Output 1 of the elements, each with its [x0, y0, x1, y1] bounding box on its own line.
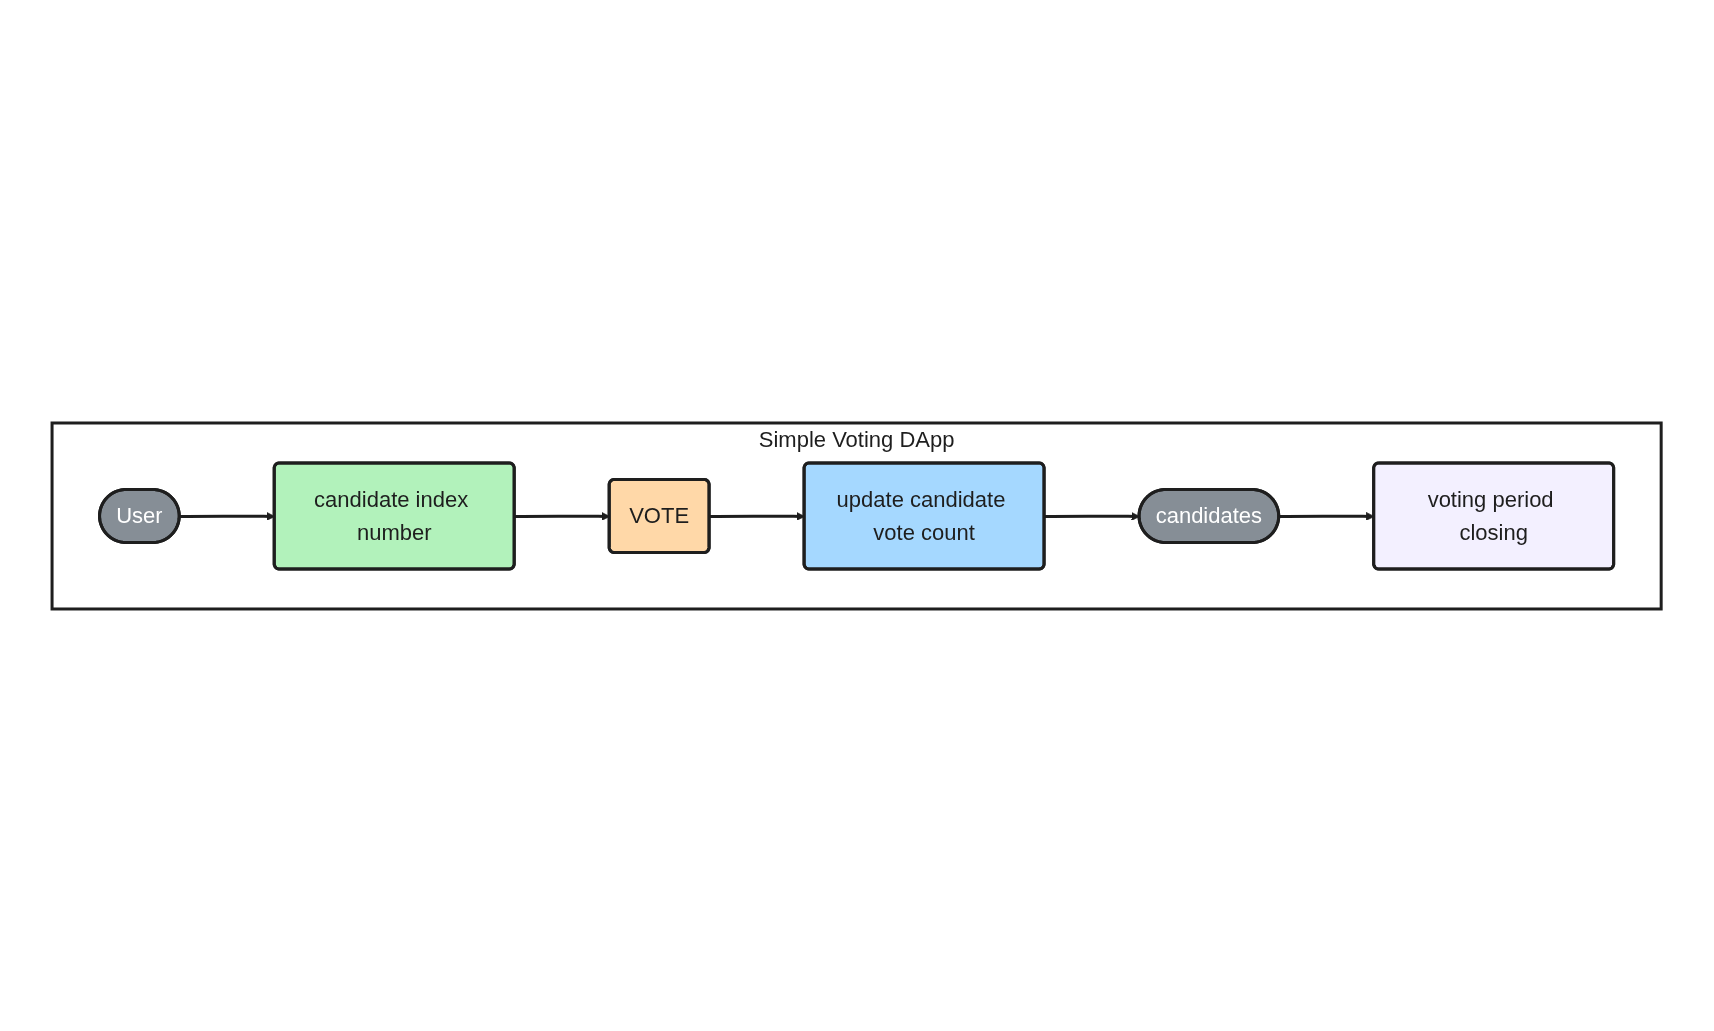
arrow [1279, 511, 1375, 521]
